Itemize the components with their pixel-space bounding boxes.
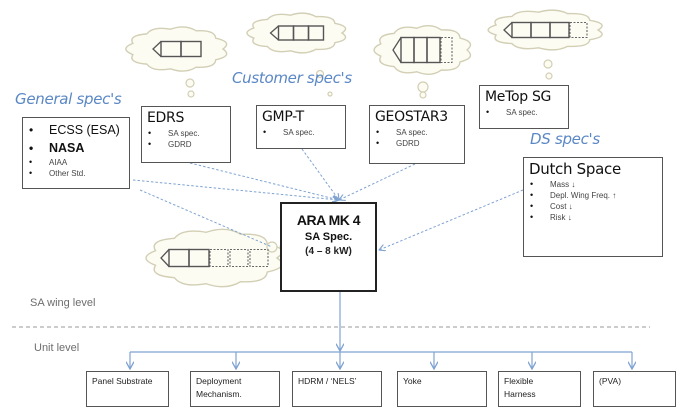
unit-box: (PVA) — [593, 371, 676, 407]
customer-box-items: SA spec. GDRD — [370, 127, 464, 149]
cloud-bubble — [185, 78, 195, 88]
unit-label-line1: Flexible — [504, 376, 534, 386]
unit-level-label: Unit level — [34, 342, 80, 354]
unit-box: HDRM / ‘NELS’ — [292, 371, 382, 407]
unit-box: Flexible Harness — [498, 371, 581, 407]
customer-box-items: SA spec. GDRD — [142, 128, 230, 150]
customer-box-item: SA spec. — [486, 107, 568, 118]
ds-box-item: Mass ↓ — [530, 179, 662, 190]
thought-cloud — [246, 12, 347, 97]
customer-box-item: SA spec. — [376, 127, 464, 138]
wing-panel-optional-icon — [209, 248, 229, 268]
link-gmpt — [301, 148, 339, 200]
unit-label-line1: Deployment — [196, 376, 242, 386]
thought-cloud — [145, 228, 287, 288]
ds-spec-box: Dutch Space Mass ↓ Depl. Wing Freq. ↑ Co… — [523, 157, 663, 257]
link-geostar3 — [339, 163, 416, 200]
customer-box-title: MeTop SG — [485, 89, 552, 105]
wing-panel-optional-icon — [249, 248, 269, 268]
unit-tree — [130, 292, 632, 369]
customer-box-title: GEOSTAR3 — [375, 109, 448, 125]
thought-cloud — [373, 25, 472, 99]
customer-box-edrs: EDRS SA spec. GDRD — [141, 106, 231, 163]
cloud-shape — [487, 9, 603, 51]
ds-box-items: Mass ↓ Depl. Wing Freq. ↑ Cost ↓ Risk ↓ — [524, 179, 662, 223]
general-spec-item: NASA — [29, 139, 129, 157]
spec-links — [132, 148, 524, 250]
customer-box-item: GDRD — [148, 139, 230, 150]
unit-box: Panel Substrate — [86, 371, 169, 407]
unit-box: Deployment Mechanism. — [190, 371, 280, 407]
wing-panel-optional-icon — [229, 248, 249, 268]
thought-clouds — [125, 9, 603, 288]
thought-cloud — [487, 9, 603, 80]
unit-label-line1: Panel Substrate — [92, 376, 153, 386]
customer-box-item: SA spec. — [148, 128, 230, 139]
ds-box-item: Cost ↓ — [530, 201, 662, 212]
customer-box-items: SA spec. — [480, 107, 568, 118]
unit-label-line2: Harness — [504, 389, 536, 399]
wing-yoke-icon — [269, 25, 279, 41]
cloud-bubble — [187, 90, 195, 98]
wing-yoke-icon — [392, 37, 402, 63]
unit-label-line2: Mechanism. — [196, 389, 242, 399]
unit-label-line1: (PVA) — [599, 376, 622, 386]
wing-yoke-icon — [503, 22, 513, 38]
general-spec-list: ECSS (ESA) NASA AIAA Other Std. — [23, 121, 129, 179]
cloud-shape — [373, 25, 472, 75]
cloud-shape — [125, 26, 228, 72]
cloud-bubble — [266, 241, 278, 253]
sa-wing-level-label: SA wing level — [30, 297, 96, 309]
thought-cloud — [125, 26, 228, 98]
general-spec-item: Other Std. — [29, 168, 129, 179]
wing-panel-icon — [307, 25, 325, 41]
ds-box-item: Depl. Wing Freq. ↑ — [530, 190, 662, 201]
ds-box-item: Risk ↓ — [530, 212, 662, 223]
unit-box: Yoke — [397, 371, 487, 407]
wing-panel-icon — [188, 248, 210, 268]
customer-box-item: GDRD — [376, 138, 464, 149]
customer-box-metop-sg: MeTop SG SA spec. — [479, 85, 569, 129]
link-general — [132, 179, 339, 200]
customer-specs-label: Customer spec's — [232, 69, 352, 87]
wing-panel-icon — [180, 40, 202, 58]
ds-box-title: Dutch Space — [529, 160, 621, 178]
cloud-bubble — [327, 91, 333, 97]
general-spec-box: ECSS (ESA) NASA AIAA Other Std. — [22, 117, 130, 189]
customer-box-item: SA spec. — [263, 127, 345, 138]
main-spec-box: ARA MK 4 SA Spec. (4 – 8 kW) — [280, 202, 377, 292]
main-box-subtitle: SA Spec. — [304, 231, 353, 243]
customer-box-gmpt: GMP-T SA spec. — [256, 105, 346, 149]
wing-yoke-icon — [152, 41, 162, 57]
wing-yoke-icon — [160, 249, 170, 267]
main-box-range: (4 – 8 kW) — [305, 246, 352, 257]
general-spec-item: AIAA — [29, 157, 129, 168]
general-specs-label: General spec's — [15, 90, 122, 108]
customer-box-title: EDRS — [147, 110, 185, 126]
wing-panel-optional-icon — [569, 21, 588, 39]
customer-box-geostar3: GEOSTAR3 SA spec. GDRD — [369, 105, 465, 164]
customer-box-items: SA spec. — [257, 127, 345, 138]
ds-specs-label: DS spec's — [530, 130, 600, 148]
general-spec-item: ECSS (ESA) — [29, 121, 129, 139]
cloud-bubble — [543, 59, 553, 69]
link-cloud — [139, 189, 273, 248]
customer-box-title: GMP-T — [262, 109, 304, 125]
link-ds — [379, 189, 524, 250]
wing-panel-icon — [549, 21, 570, 39]
cloud-bubble — [545, 72, 553, 80]
unit-label-line1: HDRM / ‘NELS’ — [298, 376, 357, 386]
cloud-shape — [246, 12, 347, 54]
cloud-bubble — [315, 69, 325, 79]
unit-label-line1: Yoke — [403, 376, 422, 386]
main-box-title: ARA MK 4 — [296, 212, 361, 228]
wing-panel-icon — [426, 36, 441, 64]
cloud-bubble — [419, 91, 427, 99]
link-edrs — [189, 162, 339, 200]
cloud-bubble — [417, 81, 429, 93]
cloud-shape — [145, 228, 283, 288]
wing-panel-optional-icon — [440, 36, 453, 64]
